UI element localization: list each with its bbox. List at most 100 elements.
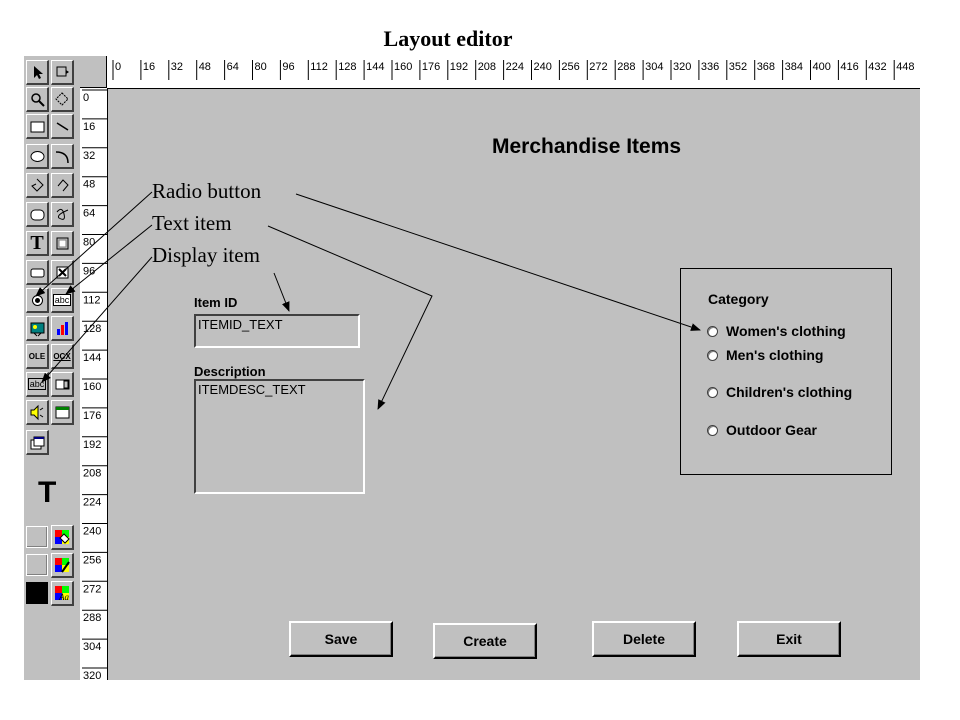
form-title: Merchandise Items (492, 135, 682, 158)
radio-childrens-clothing[interactable]: Children's clothing (707, 384, 852, 400)
ellipse-icon[interactable] (26, 144, 49, 169)
ruler-label: 208 (478, 61, 496, 73)
ocx-tool-icon[interactable]: OCX (51, 344, 74, 369)
text-tool-icon[interactable]: T (26, 231, 49, 256)
ruler-label: 224 (83, 497, 101, 509)
ruler-label: 80 (255, 61, 267, 73)
annotation-text-item: Text item (152, 211, 232, 235)
radio-womens-clothing[interactable]: Women's clothing (707, 323, 846, 339)
ruler-label: 256 (83, 554, 101, 566)
description-text-item[interactable]: ITEMDESC_TEXT (194, 379, 365, 494)
frame-icon[interactable] (51, 231, 74, 256)
radio-circle-icon (707, 325, 718, 337)
select-arrow-icon[interactable] (26, 60, 49, 85)
arrow-display-to-form (273, 272, 290, 312)
svg-text:Aa: Aa (58, 592, 69, 602)
ruler-label: 432 (868, 61, 886, 73)
line-icon[interactable] (51, 114, 74, 139)
annotation-radio-button: Radio button (152, 179, 262, 203)
fill-color-swatch[interactable] (26, 526, 48, 548)
ruler-label: 320 (83, 670, 101, 680)
vbx-tool-icon[interactable] (51, 400, 74, 425)
ruler-label: 256 (561, 61, 579, 73)
magnify-icon[interactable] (26, 87, 49, 112)
ruler-label: 176 (83, 410, 101, 422)
create-button[interactable]: Create (433, 623, 537, 659)
ruler-label: 448 (896, 61, 914, 73)
ruler-label: 48 (83, 179, 95, 191)
ruler-label: 112 (310, 61, 328, 73)
ruler-label: 0 (83, 92, 89, 104)
rounded-rectangle-icon[interactable] (26, 202, 49, 227)
ruler-label: 400 (813, 61, 831, 73)
ruler-label: 64 (83, 208, 95, 220)
ole-tool-icon[interactable]: OLE (26, 344, 49, 369)
ruler-label: 368 (757, 61, 775, 73)
radio-mens-clothing[interactable]: Men's clothing (707, 347, 823, 363)
polygon-icon[interactable] (26, 173, 49, 198)
polyline-icon[interactable] (51, 173, 74, 198)
line-color-icon[interactable] (51, 553, 74, 578)
radio-outdoor-gear[interactable]: Outdoor Gear (707, 422, 817, 438)
ruler-label: 32 (171, 61, 183, 73)
delete-button[interactable]: Delete (592, 621, 696, 657)
ruler-label: 304 (83, 641, 101, 653)
radio-circle-icon (707, 349, 718, 361)
arrow-radio-to-palette (35, 191, 153, 297)
text-color-swatch[interactable] (26, 582, 48, 604)
reshape-icon[interactable] (51, 87, 74, 112)
annotation-display-item: Display item (152, 243, 260, 267)
radio-circle-icon (707, 386, 718, 398)
ruler-label: 64 (227, 61, 239, 73)
ruler-label: 128 (83, 323, 101, 335)
ruler-corner (80, 56, 107, 88)
line-color-swatch[interactable] (26, 554, 48, 576)
ruler-label: 192 (83, 439, 101, 451)
sound-tool-icon[interactable] (26, 400, 49, 425)
freehand-icon[interactable] (51, 202, 74, 227)
ruler-label: 128 (338, 61, 356, 73)
fill-color-icon[interactable] (51, 525, 74, 550)
arrow-display-to-palette (41, 256, 153, 383)
chart-tool-icon[interactable] (51, 316, 74, 341)
ruler-label: 352 (729, 61, 747, 73)
ruler-label: 0 (115, 61, 121, 73)
description-label: Description (194, 364, 266, 379)
ruler-label: 144 (83, 352, 101, 364)
ruler-label: 288 (617, 61, 635, 73)
ruler-label: 160 (394, 61, 412, 73)
ruler-label: 240 (534, 61, 552, 73)
item-id-label: Item ID (194, 295, 238, 310)
radio-circle-icon (707, 424, 718, 436)
category-label: Category (708, 291, 769, 307)
image-tool-icon[interactable] (26, 316, 49, 341)
button-tool-icon[interactable] (26, 260, 49, 285)
ruler-label: 240 (83, 526, 101, 538)
exit-button[interactable]: Exit (737, 621, 841, 657)
text-color-icon[interactable]: Aa (51, 581, 74, 606)
ruler-label: 272 (589, 61, 607, 73)
arc-icon[interactable] (51, 144, 74, 169)
save-button[interactable]: Save (289, 621, 393, 657)
arrow-radio-to-form (295, 193, 701, 331)
category-radio-group (680, 268, 892, 475)
ruler-label: 320 (673, 61, 691, 73)
arrow-text-to-palette (65, 224, 153, 295)
page-heading: Layout editor (383, 26, 513, 51)
stacked-canvas-tool-icon[interactable] (26, 430, 49, 455)
ruler-label: 144 (366, 61, 384, 73)
ruler-label: 384 (785, 61, 803, 73)
arrow-text-to-form (267, 225, 433, 410)
ruler-label: 16 (83, 121, 95, 133)
ruler-label: 32 (83, 150, 95, 162)
font-style-icon[interactable]: T (38, 476, 57, 509)
ruler-label: 112 (83, 294, 101, 306)
list-item-tool-icon[interactable] (51, 372, 74, 397)
ruler-label: 192 (450, 61, 468, 73)
ruler-label: 96 (83, 265, 95, 277)
radio-button-tool-icon[interactable] (26, 288, 49, 313)
rectangle-icon[interactable] (26, 114, 49, 139)
item-id-display-item[interactable]: ITEMID_TEXT (194, 314, 360, 348)
rotate-icon[interactable] (51, 60, 74, 85)
